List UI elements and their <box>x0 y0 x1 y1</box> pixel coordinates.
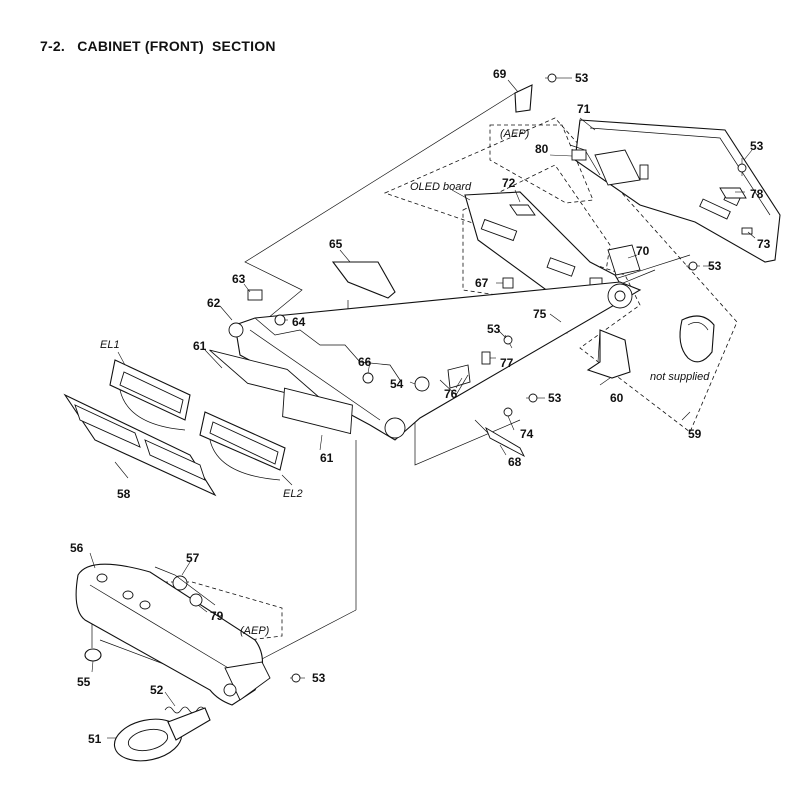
part-56-housing <box>75 563 271 706</box>
part-el1 <box>109 359 191 431</box>
note-oled-board: OLED board <box>410 181 472 193</box>
label-53-e: 53 <box>548 391 562 405</box>
label-57: 57 <box>186 551 200 565</box>
label-75: 75 <box>533 307 547 321</box>
label-52: 52 <box>150 683 164 697</box>
label-61-b: 61 <box>320 451 334 465</box>
label-71: 71 <box>577 102 591 116</box>
label-62: 62 <box>207 296 221 310</box>
screw-icon <box>526 393 540 403</box>
part-63 <box>247 289 263 301</box>
label-53-b: 53 <box>750 139 764 153</box>
small-parts-middle <box>414 351 526 458</box>
leader-lines <box>89 77 756 739</box>
part-el2 <box>199 411 286 481</box>
part-55 <box>84 648 102 662</box>
part-52-spring <box>164 706 206 714</box>
part-65 <box>331 261 396 299</box>
part-69 <box>514 84 533 113</box>
label-69: 69 <box>493 67 507 81</box>
label-61-a: 61 <box>193 339 207 353</box>
label-55: 55 <box>77 675 91 689</box>
part-60-bracket <box>586 329 631 379</box>
label-79: 79 <box>210 609 224 623</box>
label-63: 63 <box>232 272 246 286</box>
part-58-sheet <box>63 393 217 497</box>
part-73 <box>741 227 753 235</box>
small-parts-top <box>247 261 396 384</box>
part-51-lever <box>113 707 211 762</box>
part-71-frame <box>569 119 781 263</box>
note-aep-bottom: (AEP) <box>240 625 270 637</box>
label-78: 78 <box>750 187 764 201</box>
part-54 <box>414 376 430 392</box>
screw-icon <box>545 73 560 83</box>
label-77: 77 <box>500 356 514 370</box>
label-68: 68 <box>508 455 522 469</box>
section-title: 7-2. CABINET (FRONT) SECTION <box>40 38 276 54</box>
label-58: 58 <box>117 487 131 501</box>
part-66 <box>362 372 374 384</box>
label-53-d: 53 <box>487 322 501 336</box>
label-54: 54 <box>390 377 404 391</box>
part-61-sheets <box>209 349 353 435</box>
label-56: 56 <box>70 541 84 555</box>
notes: EL1 EL2 OLED board (AEP) (AEP) not suppl… <box>100 128 710 637</box>
part-67 <box>502 277 514 289</box>
parts-57-79 <box>154 566 216 607</box>
label-67: 67 <box>475 276 489 290</box>
note-el2: EL2 <box>283 488 303 500</box>
label-76: 76 <box>444 387 458 401</box>
label-64: 64 <box>292 315 306 329</box>
part-78 <box>719 187 747 199</box>
label-66: 66 <box>358 355 372 369</box>
part-80 <box>571 149 587 161</box>
label-72: 72 <box>502 176 516 190</box>
label-53-f: 53 <box>312 671 326 685</box>
label-59: 59 <box>688 427 702 441</box>
part-64 <box>274 314 286 326</box>
label-53-c: 53 <box>708 259 722 273</box>
label-80: 80 <box>535 142 549 156</box>
screw-icon <box>290 673 305 683</box>
part-70 <box>607 244 641 276</box>
parts-51-52-55 <box>84 648 211 762</box>
label-65: 65 <box>329 237 343 251</box>
screw-icon <box>737 158 747 176</box>
screw-icon <box>686 261 700 271</box>
part-59-knob <box>679 315 715 363</box>
part-77 <box>481 351 491 365</box>
part-76 <box>447 364 471 389</box>
label-70: 70 <box>636 244 650 258</box>
note-aep-top: (AEP) <box>500 128 530 140</box>
label-74: 74 <box>520 427 534 441</box>
part-number-labels: 69 53 71 53 80 78 72 73 70 53 67 75 53 7… <box>70 67 771 746</box>
note-el1: EL1 <box>100 339 120 351</box>
label-60: 60 <box>610 391 624 405</box>
label-53-a: 53 <box>575 71 589 85</box>
small-parts-right <box>571 149 753 235</box>
part-74 <box>503 407 513 417</box>
label-51: 51 <box>88 732 102 746</box>
note-not-supplied: not supplied <box>650 371 710 383</box>
part-68 <box>485 426 526 458</box>
label-73: 73 <box>757 237 771 251</box>
